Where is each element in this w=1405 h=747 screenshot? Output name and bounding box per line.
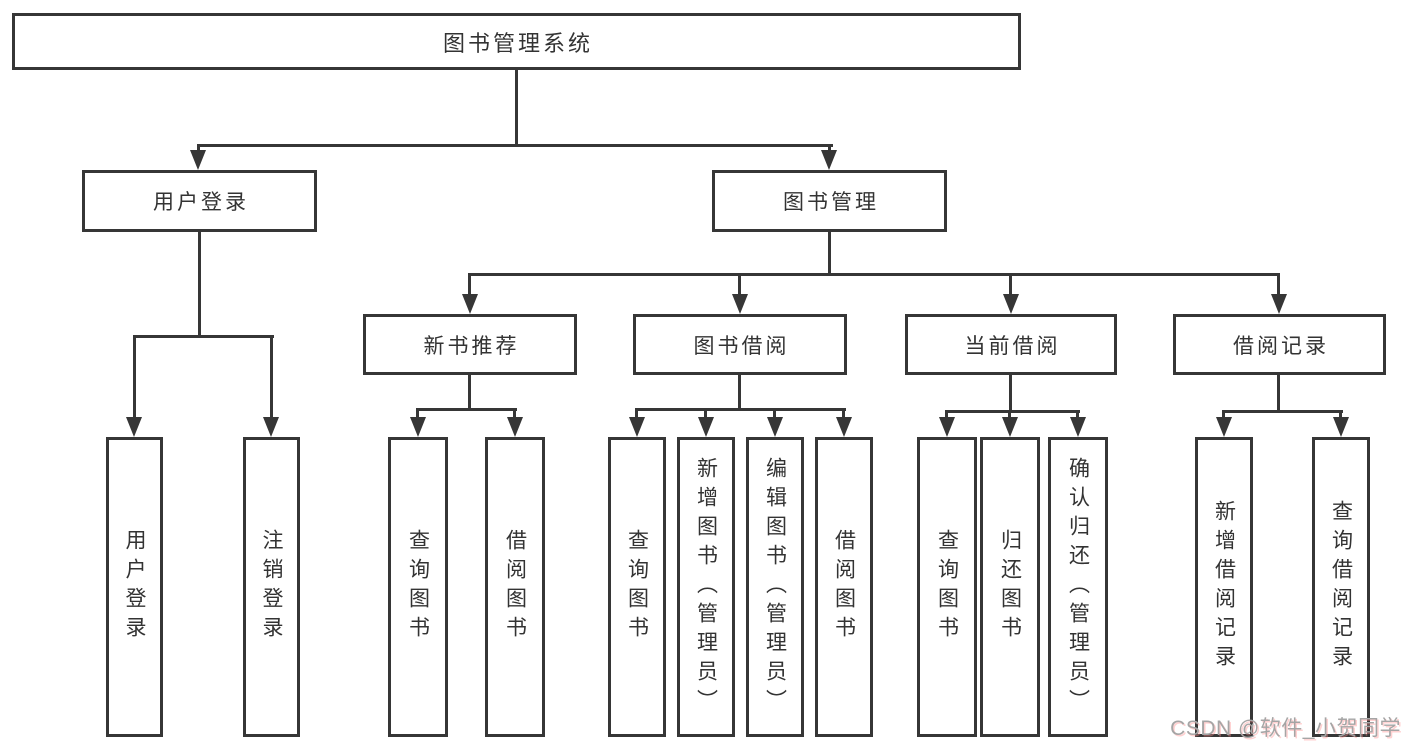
node-leaf-query-borrow-record: 查询借阅记录 [1312, 437, 1370, 737]
connector-recommend-drop-2 [513, 408, 516, 419]
connector-userlogin-bar [133, 335, 274, 338]
node-label: 图书借阅 [693, 334, 790, 358]
connector-userlogin-drop-right [270, 335, 273, 419]
node-leaf-return-books: 归还图书 [980, 437, 1040, 737]
node-leaf-query-books-recommend: 查询图书 [388, 437, 448, 737]
arrowhead-down-icon [1002, 417, 1018, 437]
connector-root-stem [515, 70, 518, 144]
node-book-management: 图书管理 [712, 170, 947, 232]
arrowhead-down-icon [462, 294, 478, 314]
connector-root-drop-right [828, 144, 831, 153]
node-label: 新书推荐 [423, 334, 520, 358]
node-leaf-query-books-borrowing: 查询图书 [608, 437, 666, 737]
connector-recommend-stem [468, 375, 471, 408]
node-new-book-recommend: 新书推荐 [363, 314, 577, 375]
connector-root-bar [197, 144, 833, 147]
node-label: 归还图书 [998, 529, 1022, 645]
arrowhead-down-icon [629, 417, 645, 437]
connector-bookmgmt-stem [828, 232, 831, 273]
node-leaf-add-borrow-record: 新增借阅记录 [1195, 437, 1253, 737]
node-label: 用户登录 [123, 529, 146, 645]
arrowhead-down-icon [698, 417, 714, 437]
arrowhead-down-icon [767, 417, 783, 437]
connector-records-bar [1222, 410, 1343, 413]
connector-current-bar [945, 410, 1080, 413]
arrowhead-down-icon [1003, 294, 1019, 314]
connector-recommend-bar [416, 408, 517, 411]
node-library-management-system: 图书管理系统 [12, 13, 1021, 70]
arrowhead-down-icon [836, 417, 852, 437]
connector-borrowing-drop-1 [635, 408, 638, 419]
node-label: 当前借阅 [964, 334, 1061, 358]
arrowhead-down-icon [190, 150, 206, 170]
connector-records-drop-1 [1222, 410, 1225, 419]
connector-bookmgmt-drop-4 [1277, 273, 1280, 296]
node-book-borrowing: 图书借阅 [633, 314, 847, 375]
node-label: 新增图书（管理员） [694, 456, 718, 718]
connector-borrowing-drop-4 [842, 408, 845, 419]
node-label: 新增借阅记录 [1212, 500, 1236, 674]
node-leaf-add-books-admin: 新增图书（管理员） [677, 437, 735, 737]
node-label: 查询图书 [406, 529, 430, 645]
connector-records-drop-2 [1339, 410, 1342, 419]
node-label: 确认归还（管理员） [1066, 456, 1090, 718]
node-label: 借阅图书 [503, 529, 527, 645]
node-label: 借阅记录 [1233, 334, 1329, 358]
node-label: 注销登录 [260, 529, 283, 645]
arrowhead-down-icon [410, 417, 426, 437]
node-label: 查询图书 [935, 529, 959, 645]
arrowhead-down-icon [732, 294, 748, 314]
node-leaf-logout: 注销登录 [243, 437, 300, 737]
node-current-borrowing: 当前借阅 [905, 314, 1117, 375]
arrowhead-down-icon [939, 417, 955, 437]
node-label: 借阅图书 [832, 529, 856, 645]
arrowhead-down-icon [821, 150, 837, 170]
arrowhead-down-icon [126, 417, 142, 437]
connector-bookmgmt-drop-1 [468, 273, 471, 296]
node-leaf-borrow-books-recommend: 借阅图书 [485, 437, 545, 737]
node-label: 图书管理 [783, 191, 879, 214]
node-leaf-borrow-books-borrowing: 借阅图书 [815, 437, 873, 737]
arrowhead-down-icon [1216, 417, 1232, 437]
node-leaf-user-login: 用户登录 [106, 437, 163, 737]
connector-root-drop-left [197, 144, 200, 153]
connector-current-drop-1 [945, 410, 948, 419]
connector-current-stem [1009, 375, 1012, 410]
node-leaf-edit-books-admin: 编辑图书（管理员） [746, 437, 804, 737]
connector-borrowing-drop-3 [773, 408, 776, 419]
connector-bookmgmt-bar [468, 273, 1280, 276]
node-label: 用户登录 [153, 191, 249, 214]
node-leaf-query-books-current: 查询图书 [917, 437, 977, 737]
connector-borrowing-bar [635, 408, 846, 411]
connector-bookmgmt-drop-3 [1009, 273, 1012, 296]
node-label: 图书管理系统 [442, 30, 593, 56]
csdn-watermark: CSDN @软件_小贺同学 [1170, 717, 1401, 740]
arrowhead-down-icon [1070, 417, 1086, 437]
connector-current-drop-2 [1008, 410, 1011, 419]
connector-records-stem [1277, 375, 1280, 410]
connector-recommend-drop-1 [416, 408, 419, 419]
node-label: 查询图书 [625, 529, 649, 645]
node-label: 查询借阅记录 [1329, 500, 1353, 674]
connector-borrowing-stem [738, 375, 741, 408]
connector-borrowing-drop-2 [704, 408, 707, 419]
node-label: 编辑图书（管理员） [763, 456, 787, 718]
node-borrowing-records: 借阅记录 [1173, 314, 1386, 375]
arrowhead-down-icon [507, 417, 523, 437]
connector-userlogin-stem [198, 232, 201, 335]
connector-current-drop-3 [1076, 410, 1079, 419]
arrowhead-down-icon [1333, 417, 1349, 437]
node-user-login: 用户登录 [82, 170, 317, 232]
connector-bookmgmt-drop-2 [738, 273, 741, 296]
arrowhead-down-icon [263, 417, 279, 437]
node-leaf-confirm-return-admin: 确认归还（管理员） [1048, 437, 1108, 737]
connector-userlogin-drop-left [133, 335, 136, 419]
arrowhead-down-icon [1271, 294, 1287, 314]
